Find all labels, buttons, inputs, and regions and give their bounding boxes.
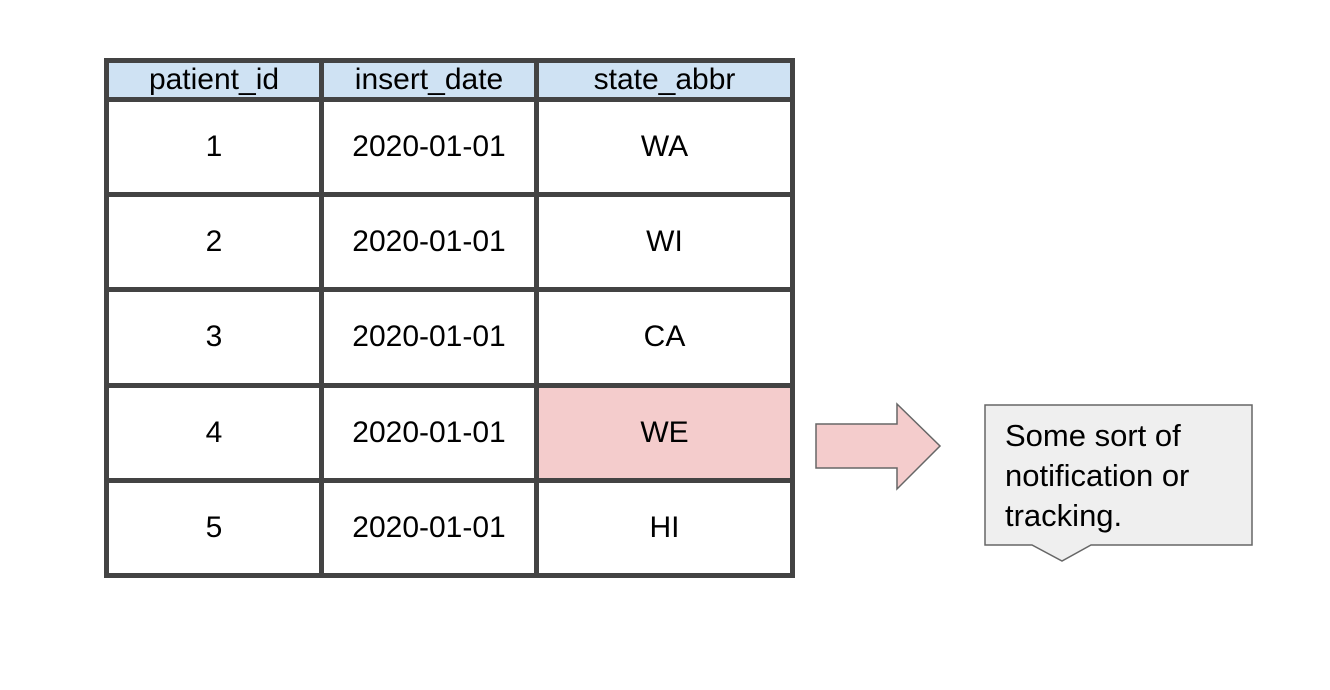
header-insert-date: insert_date (319, 58, 539, 102)
cell-insert-date: 2020-01-01 (319, 96, 539, 198)
patient-table: patient_id insert_date state_abbr 1 2020… (104, 58, 795, 579)
table-row: 3 2020-01-01 CA (104, 287, 795, 388)
cell-patient-id: 2 (104, 192, 324, 293)
table-row: 4 2020-01-01 WE (104, 382, 795, 483)
header-state-abbr: state_abbr (534, 58, 795, 102)
cell-state-abbr: WA (534, 96, 795, 198)
right-arrow-icon (815, 402, 942, 491)
cell-insert-date: 2020-01-01 (319, 382, 539, 483)
table-row: 2 2020-01-01 WI (104, 192, 795, 293)
cell-state-abbr-flagged: WE (534, 382, 795, 483)
header-patient-id: patient_id (104, 58, 324, 102)
cell-state-abbr: CA (534, 287, 795, 388)
table-row: 5 2020-01-01 HI (104, 477, 795, 579)
cell-patient-id: 4 (104, 382, 324, 483)
table-header-row: patient_id insert_date state_abbr (104, 58, 795, 102)
cell-state-abbr: WI (534, 192, 795, 293)
cell-insert-date: 2020-01-01 (319, 287, 539, 388)
cell-insert-date: 2020-01-01 (319, 477, 539, 579)
callout-bubble (984, 404, 1253, 562)
cell-patient-id: 5 (104, 477, 324, 579)
cell-patient-id: 3 (104, 287, 324, 388)
cell-insert-date: 2020-01-01 (319, 192, 539, 293)
table-row: 1 2020-01-01 WA (104, 96, 795, 198)
callout-text: Some sort of notification or tracking. (1005, 418, 1190, 533)
cell-patient-id: 1 (104, 96, 324, 198)
cell-state-abbr: HI (534, 477, 795, 579)
